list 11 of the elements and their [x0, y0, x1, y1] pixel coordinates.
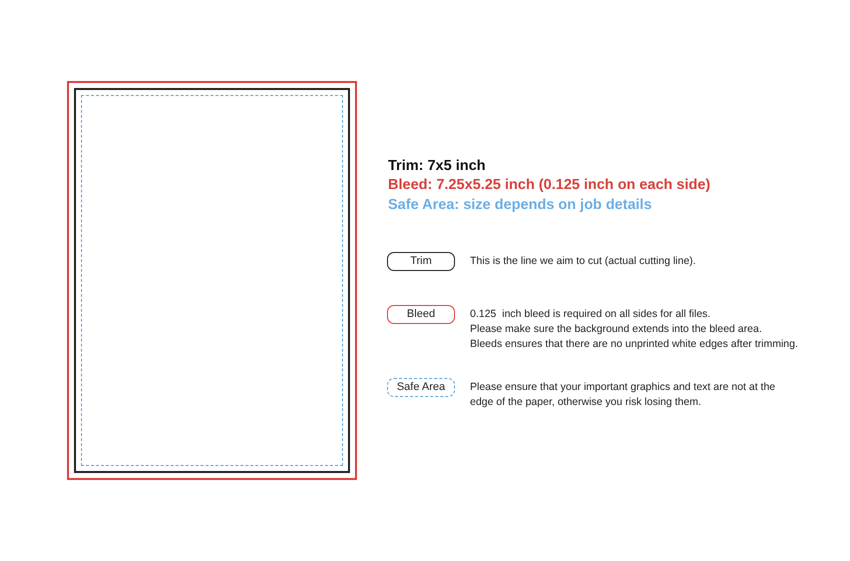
bleed-legend-pill: Bleed [387, 305, 455, 324]
heading-text: Safe Area: size depends on job details [388, 197, 652, 213]
heading-text: Bleed: 7.25x5.25 inch (0.125 inch on each side) [388, 177, 710, 193]
heading-text: Trim: 7x5 inch [388, 158, 486, 174]
safe-area-legend-pill: Safe Area [387, 378, 455, 397]
description-text: 0.125 inch bleed is required on all sides for all files. [470, 307, 712, 322]
description-text: This is the line we aim to cut (actual cutting line). [470, 254, 697, 269]
description-text: Please make sure the background extends into the bleed area. [470, 322, 763, 337]
trim-legend-pill: Trim [387, 252, 455, 271]
description-text: Please ensure that your important graphics and text are not at the edge of the paper, otherwise you risk losing them. [470, 380, 776, 410]
description-text: Bleeds ensures that there are no unprinted white edges after trimming. [470, 337, 800, 352]
